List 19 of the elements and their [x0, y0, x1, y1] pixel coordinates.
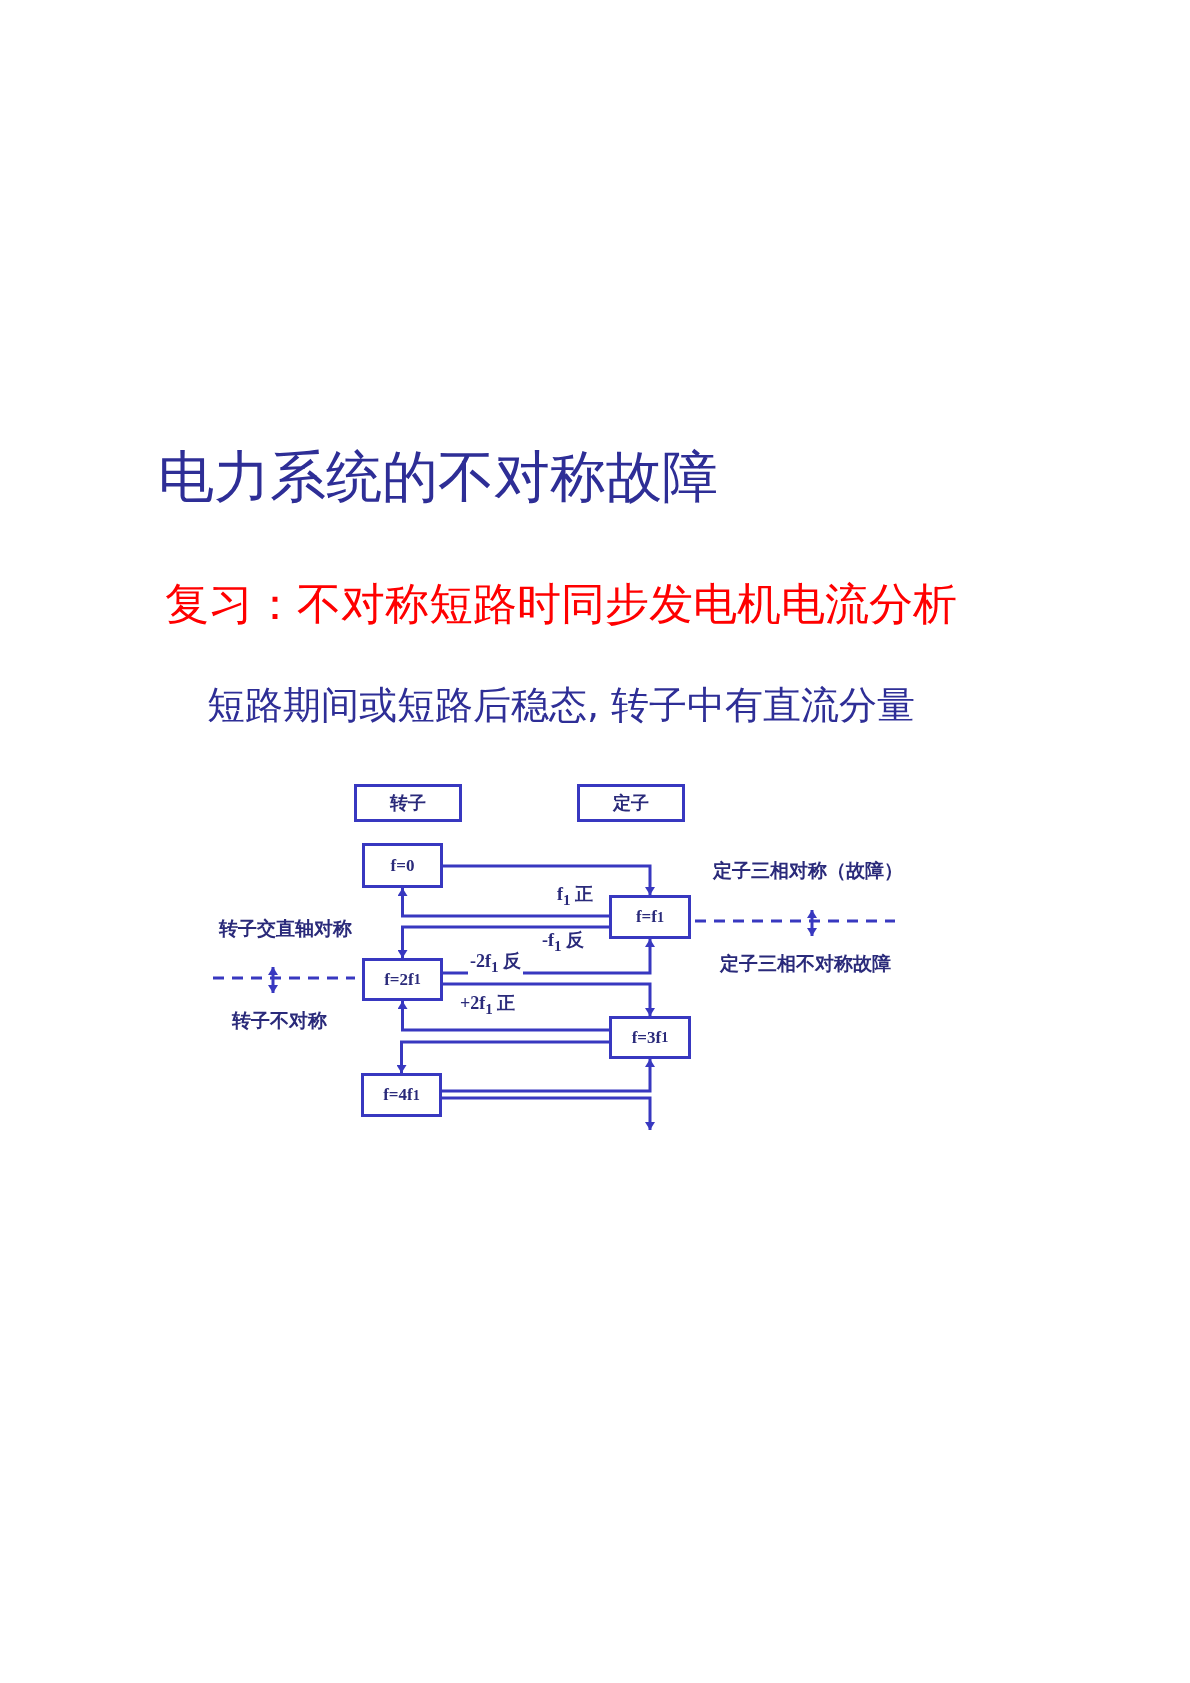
arrow	[397, 888, 609, 918]
annotation-label: 定子三相不对称故障	[720, 951, 891, 976]
header-box: 转子	[354, 784, 462, 822]
annotation-label: 转子不对称	[232, 1008, 327, 1033]
arrow	[397, 1001, 609, 1032]
frequency-box: f=0	[362, 843, 443, 888]
edge-label: -2f$_{1}$ 反	[468, 951, 523, 977]
title: 电力系统的不对称故障	[158, 443, 718, 511]
arrow	[442, 1096, 655, 1130]
arrow	[442, 1059, 655, 1093]
subtitle: 短路期间或短路后稳态, 转子中有直流分量	[207, 682, 916, 729]
arrow	[443, 982, 655, 1016]
arrow	[396, 1040, 609, 1073]
arrow	[443, 864, 655, 895]
annotation-label: 转子交直轴对称	[219, 916, 352, 941]
header-box: 定子	[577, 784, 685, 822]
annotation-label: 定子三相对称（故障）	[713, 858, 903, 883]
arrow	[397, 925, 609, 958]
subtitle: 复习：不对称短路时同步发电机电流分析	[165, 577, 957, 631]
